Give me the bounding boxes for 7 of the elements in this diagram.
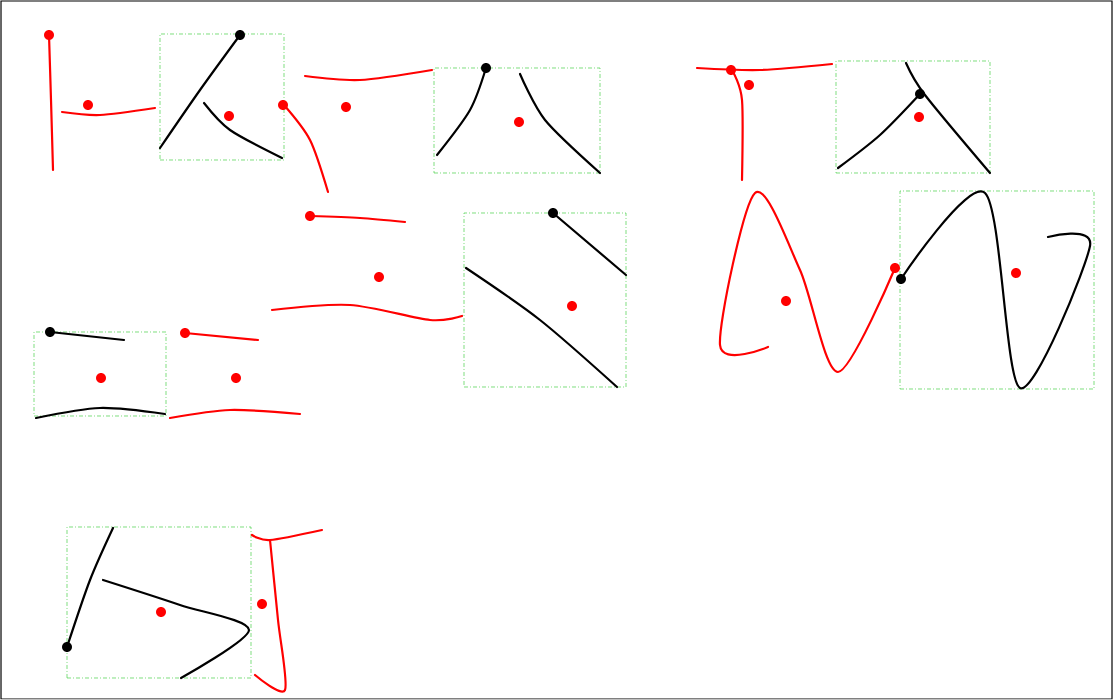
bounding-box (159, 33, 285, 161)
bounding-box (33, 331, 167, 417)
bounding-box (835, 60, 991, 174)
bounding-box (433, 67, 601, 174)
bounding-box (66, 526, 252, 679)
bounding-box (899, 190, 1095, 390)
bounding-box (463, 212, 627, 388)
